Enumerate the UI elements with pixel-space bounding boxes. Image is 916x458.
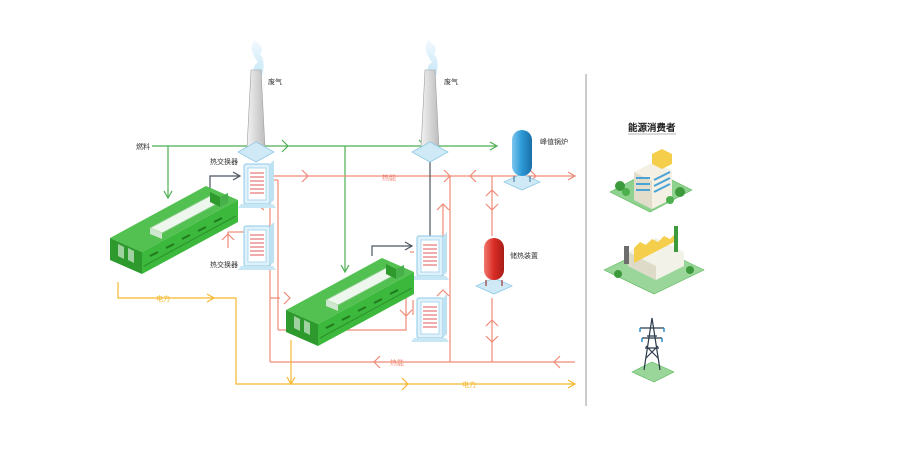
heat-exchanger-label-1: 热交换器: [210, 157, 238, 166]
exhaust-label-2: 废气: [444, 77, 458, 86]
exhaust-label-1: 废气: [268, 77, 282, 86]
heat-storage-tank-icon: [475, 238, 513, 295]
chimney-icon: [411, 40, 449, 163]
fuel-label: 燃料: [136, 142, 150, 151]
power-label-2: 电力: [462, 380, 476, 389]
heat-exchanger-icon: [410, 293, 450, 343]
chimney-icon: [237, 40, 275, 163]
heat-label-bottom: 热能: [390, 358, 404, 367]
office-building-icon: [609, 149, 693, 213]
heat-exchanger-icon: [410, 231, 450, 281]
heat-lines: [221, 169, 577, 369]
gas-engine-icon: [285, 257, 415, 347]
power-pylon-icon: [631, 317, 675, 383]
peak-boiler-label: 峰值锅炉: [540, 137, 568, 146]
peak-boiler-tank-icon: [503, 130, 541, 191]
power-label-1: 电力: [156, 294, 170, 303]
power-lines: [117, 282, 577, 391]
consumers-title: 能源消费者: [628, 122, 676, 134]
heat-storage-label: 储热装置: [510, 251, 538, 260]
heat-exchanger-icon: [237, 221, 277, 271]
heat-exchanger-label-2: 热交换器: [210, 260, 238, 269]
heat-exchanger-icon: [237, 159, 277, 209]
factory-icon: [603, 226, 705, 295]
heat-label-top: 热能: [382, 173, 396, 182]
exhaust-lines: [209, 120, 435, 256]
